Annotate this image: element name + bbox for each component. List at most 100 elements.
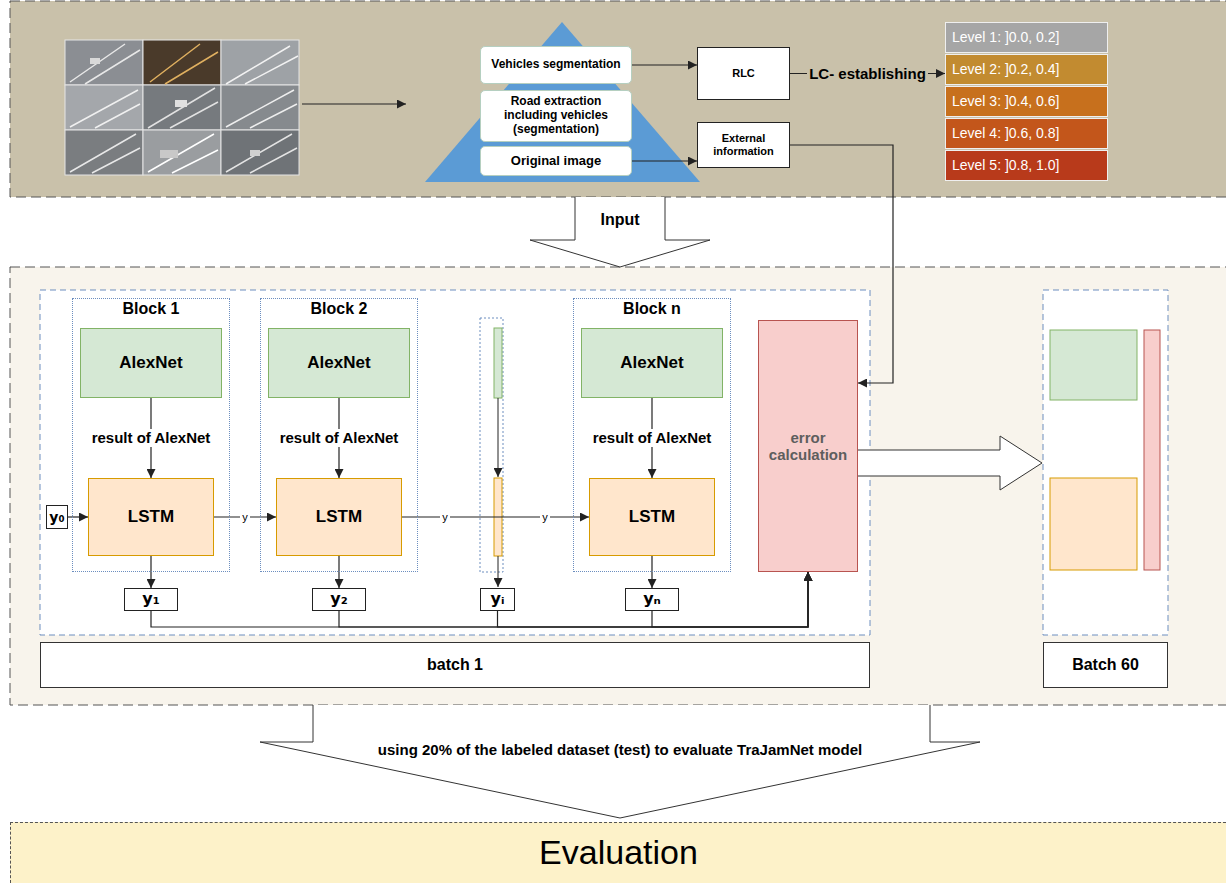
node-text: AlexNet: [307, 353, 370, 373]
error-mini-box: [1144, 330, 1160, 570]
connector: [632, 64, 697, 65]
lane-marking: [226, 134, 297, 173]
node-text: LSTM: [629, 507, 675, 527]
traffic-photo-collage: [65, 40, 299, 175]
node-text: y₂: [330, 590, 347, 608]
photo-tile: [65, 40, 143, 85]
alexnet-mini-box: [1050, 330, 1137, 400]
level-box: Level 2: ]0.2, 0.4]: [945, 54, 1108, 85]
connector: [151, 572, 808, 627]
lane-marking: [226, 90, 297, 128]
connector-label: y: [440, 511, 450, 524]
batch-box: Batch 60: [1043, 642, 1168, 688]
lane-marking: [70, 44, 140, 84]
node-text: AlexNet: [119, 353, 182, 373]
block-i-frame: [480, 318, 503, 572]
node-text: Original image: [511, 154, 601, 169]
node-text: y₁: [142, 590, 159, 608]
connector-label: result of AlexNet: [278, 429, 401, 446]
flow-arrow: [302, 103, 406, 104]
node-text: Level 1: ]0.0, 0.2]: [952, 29, 1059, 45]
output-box: y₁: [124, 588, 178, 611]
lane-marking: [148, 88, 218, 128]
output-box: y₂: [312, 588, 366, 611]
photo-tile: [143, 85, 221, 130]
process-box: External information: [697, 122, 790, 168]
top-panel: [10, 1, 1226, 197]
evaluation-block-arrow: [260, 705, 980, 818]
node-text: Level 4: ]0.6, 0.8]: [952, 125, 1059, 141]
node-text: RLC: [732, 67, 755, 80]
connector-label: y: [240, 511, 250, 524]
node-text: External information: [702, 132, 785, 157]
process-box: RLC: [697, 47, 790, 100]
lane-marking: [70, 134, 140, 173]
connector: [338, 556, 339, 588]
batch-box: batch 1: [40, 642, 870, 688]
bus-shape: [160, 150, 178, 158]
level-box: Level 1: ]0.0, 0.2]: [945, 22, 1108, 53]
connector: [498, 572, 809, 627]
node-text: Level 5: ]0.8, 1.0]: [952, 157, 1059, 173]
alexnet-narrow-box: [494, 328, 502, 398]
batch-container: [40, 290, 870, 635]
lstm-mini-box: [1050, 478, 1137, 570]
error-calculation-box: error calculation: [758, 320, 858, 572]
car-shape: [175, 100, 187, 107]
alexnet-box: AlexNet: [80, 328, 222, 398]
photo-tile: [143, 40, 221, 85]
training-panel: [10, 267, 1226, 705]
evaluation-band: Evaluation: [10, 822, 1226, 883]
lstm-box: LSTM: [276, 478, 402, 556]
connector-label: LC- establishing: [807, 65, 928, 82]
photo-tile: [221, 130, 299, 175]
photo-tile: [143, 130, 221, 175]
node-text: AlexNet: [620, 353, 683, 373]
flow-arrow: [498, 556, 499, 587]
connector: [339, 572, 808, 627]
input-label: Input: [598, 211, 641, 229]
node-text: Level 2: ]0.2, 0.4]: [952, 61, 1059, 77]
photo-tile: [65, 130, 143, 175]
node-text: batch 1: [427, 656, 483, 674]
level-box: Level 5: ]0.8, 1.0]: [945, 150, 1108, 181]
node-text: Batch 60: [1072, 656, 1139, 674]
car-shape: [90, 58, 100, 64]
node-text: yₙ: [643, 590, 661, 608]
output-box: y₀: [46, 505, 68, 529]
node-text: Block 1: [123, 300, 180, 318]
node-text: Evaluation: [539, 833, 698, 872]
connector: [651, 556, 652, 588]
level-box: Level 4: ]0.6, 0.8]: [945, 118, 1108, 149]
connector: [632, 160, 697, 161]
node-text: Level 3: ]0.4, 0.6]: [952, 93, 1059, 109]
level-box: Level 3: ]0.4, 0.6]: [945, 86, 1108, 117]
lstm-box: LSTM: [88, 478, 214, 556]
next-batch-block-arrow: [858, 436, 1042, 490]
alexnet-box: AlexNet: [268, 328, 410, 398]
connector-label: result of AlexNet: [90, 429, 213, 446]
output-box: yₙ: [625, 588, 679, 611]
node-text: Block 2: [311, 300, 368, 318]
batch-container: [1043, 290, 1168, 635]
node-text: LSTM: [128, 507, 174, 527]
evaluation-note: using 20% of the labeled dataset (test) …: [376, 741, 864, 758]
car-shape: [250, 150, 260, 156]
photo-tile: [65, 85, 143, 130]
photo-tile: [221, 40, 299, 85]
output-box: yᵢ: [480, 588, 515, 611]
node-text: LSTM: [316, 507, 362, 527]
lane-marking: [148, 134, 218, 173]
lane-marking: [226, 46, 298, 84]
signal-label: y: [540, 511, 550, 524]
photo-tile: [221, 85, 299, 130]
connector: [150, 556, 151, 588]
lane-marking: [70, 90, 140, 128]
alexnet-box: AlexNet: [581, 328, 723, 398]
pyramid-layer-box: Vehicles segmentation: [480, 46, 632, 84]
node-text: Road extraction including vehicles (segm…: [485, 95, 627, 136]
pyramid-layer-box: Original image: [480, 146, 632, 176]
node-text: error calculation: [763, 429, 853, 464]
connector-label: result of AlexNet: [591, 429, 714, 446]
